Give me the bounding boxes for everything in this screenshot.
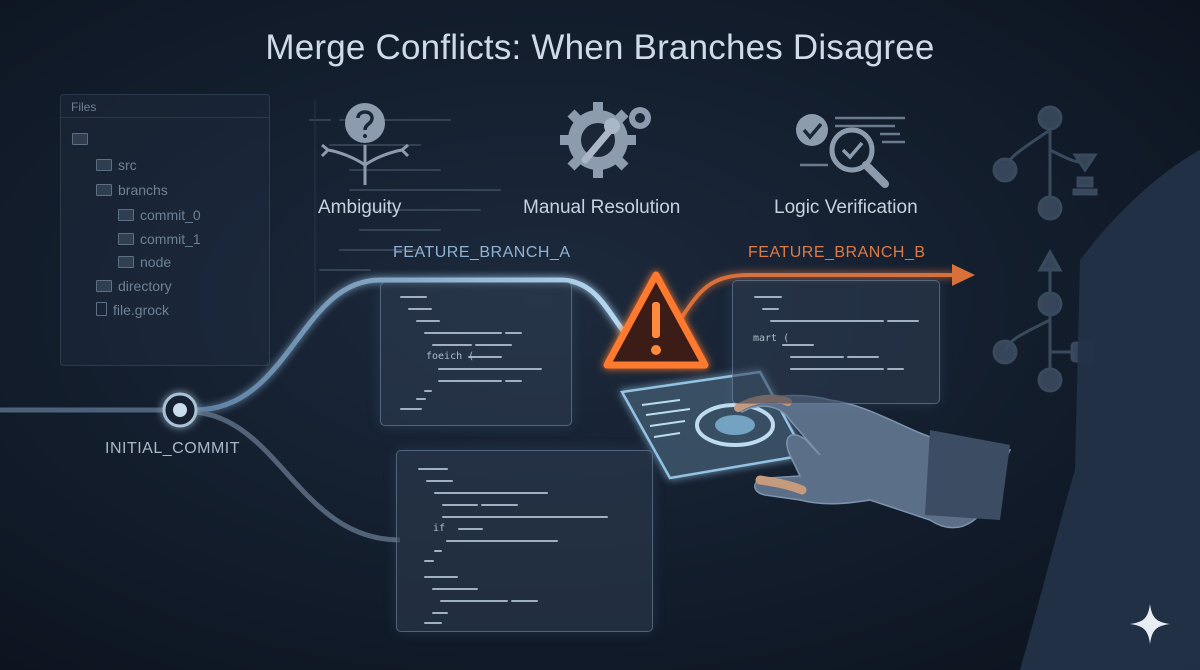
- tree-item-directory[interactable]: directory: [96, 278, 172, 294]
- initial-commit-label: INITIAL_COMMIT: [105, 440, 241, 457]
- concept-label-manual-resolution: Manual Resolution: [523, 197, 681, 218]
- files-panel-header: Files: [71, 100, 97, 114]
- code-lines-a: [400, 296, 542, 410]
- warning-icon: [603, 271, 709, 369]
- code-lines-lower: [418, 468, 608, 624]
- tree-item-commit-1[interactable]: commit_1: [118, 231, 201, 247]
- code-keyword-b: mart (: [753, 333, 790, 344]
- code-keyword-a: foeich (: [426, 351, 475, 362]
- folder-icon: [118, 209, 134, 221]
- branch-b-arrow: [952, 264, 975, 286]
- branch-a-label: FEATURE_BRANCH_A: [393, 244, 571, 261]
- concept-label-ambiguity: Ambiguity: [318, 197, 402, 218]
- folder-icon: [118, 256, 134, 268]
- tree-item-branchs[interactable]: branchs: [96, 182, 168, 198]
- file-icon: [96, 302, 107, 316]
- tree-item-file[interactable]: file.grock: [96, 302, 169, 318]
- branch-b-line: [678, 273, 955, 322]
- tree-item-node[interactable]: node: [118, 254, 171, 270]
- question-fork-icon: [320, 103, 410, 185]
- hand-icon: [734, 150, 1200, 670]
- folder-icon: [96, 280, 112, 292]
- folder-icon: [72, 131, 94, 147]
- tree-item-commit-0[interactable]: commit_0: [118, 207, 201, 223]
- branch-a-line: [194, 277, 637, 413]
- code-panel-branch-a[interactable]: foeich (: [380, 282, 572, 426]
- code-keyword-c: if: [433, 523, 446, 534]
- files-panel: Files: [60, 94, 270, 366]
- folder-icon: [96, 159, 112, 171]
- check-magnifier-icon: [796, 114, 905, 188]
- page-title: Merge Conflicts: When Branches Disagree: [265, 28, 935, 67]
- tree-item-src[interactable]: src: [96, 157, 137, 173]
- folder-icon: [96, 184, 112, 196]
- initial-commit-node[interactable]: [162, 392, 198, 428]
- code-panel-branch-b[interactable]: mart (: [732, 280, 940, 404]
- code-panel-branch-lower[interactable]: if: [396, 450, 653, 632]
- concept-label-logic-verification: Logic Verification: [774, 197, 918, 218]
- branch-b-label: FEATURE_BRANCH_B: [748, 244, 926, 261]
- gear-wrench-icon: [560, 102, 651, 178]
- folder-icon: [118, 233, 134, 245]
- sparkle-icon: [1130, 604, 1170, 644]
- code-lines-b: [754, 296, 919, 370]
- branch-lower-line: [194, 409, 401, 543]
